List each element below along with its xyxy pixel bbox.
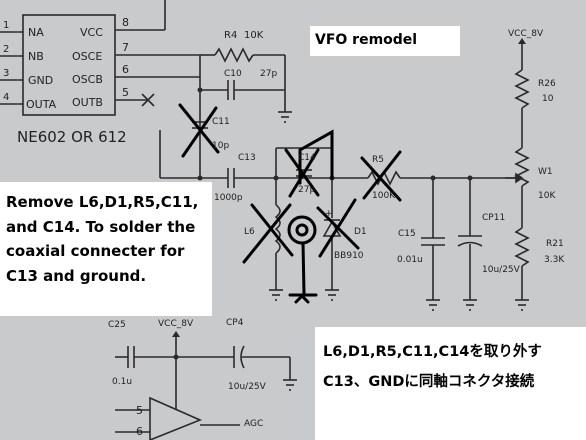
ic-pinnum-2: 2	[3, 44, 9, 55]
r4-value: 10K	[244, 30, 264, 41]
r4-label: R4	[224, 30, 237, 41]
c25-label: C25	[108, 320, 126, 330]
note-en-line-1: Remove L6,D1,R5,C11,	[6, 193, 199, 211]
hand-markup	[178, 103, 402, 304]
c15-label: C15	[398, 229, 416, 239]
cp4-value: 10u/25V	[228, 382, 267, 392]
d1-value: BB910	[334, 251, 364, 261]
r26-label: R26	[538, 79, 556, 89]
vcc-markers	[172, 38, 526, 337]
r5-value: 100K	[372, 191, 396, 201]
ic-pinnum-8: 8	[122, 16, 129, 29]
ic-pinnum-5: 5	[122, 86, 129, 99]
ic-pinnum-4: 4	[3, 92, 9, 103]
c11-label: C11	[212, 117, 230, 127]
cp11-label: CP11	[482, 213, 505, 223]
c25-value: 0.1u	[112, 377, 132, 387]
wiper-arrow	[505, 172, 524, 184]
r26-value: 10	[542, 94, 554, 104]
c14-label: C14	[298, 153, 316, 163]
d1-polarity: +	[325, 209, 333, 219]
ic-part-name: NE602 OR 612	[17, 128, 127, 146]
note-en-line-3: coaxial connecter for	[6, 242, 185, 260]
page-title: VFO remodel	[315, 32, 418, 48]
c15-value: 0.01u	[397, 255, 423, 265]
note-english: Remove L6,D1,R5,C11, and C14. To solder …	[0, 182, 212, 316]
note-jp-line-2: C13、GNDに同軸コネクタ接続	[323, 374, 535, 390]
note-jp-line-1: L6,D1,R5,C11,C14を取り外す	[323, 344, 542, 360]
component-labels: R4 10K C10 27p C11 10p C13 1000p C14 27p…	[108, 29, 565, 438]
ic-pin-outa: OUTA	[26, 98, 57, 111]
w1-value: 10K	[538, 191, 556, 201]
ic-pinnum-1: 1	[3, 20, 9, 31]
c13-value: 1000p	[214, 193, 243, 203]
ic-pin-oscb: OSCB	[72, 73, 103, 86]
d1-label: D1	[354, 227, 367, 237]
c14-value: 27p	[298, 185, 315, 195]
ic-pin-na: NA	[28, 26, 44, 39]
opamp-pin6: 6	[136, 425, 143, 438]
ic-labels: NA NB GND OUTA VCC OSCE OSCB OUTB 1 2 3 …	[3, 16, 129, 146]
r5-label: R5	[372, 155, 384, 165]
ic-pin-outb: OUTB	[72, 96, 103, 109]
c10-label: C10	[224, 69, 242, 79]
r21-value: 3.3K	[544, 255, 565, 265]
c13-label: C13	[238, 153, 256, 163]
agc-label: AGC	[244, 419, 263, 429]
ic-pinnum-6: 6	[122, 63, 129, 76]
vcc-bottom-label: VCC_8V	[158, 319, 194, 329]
opamp-pin5: 5	[136, 404, 143, 417]
note-en-line-4: C13 and ground.	[6, 266, 147, 285]
note-japanese: L6,D1,R5,C11,C14を取り外す C13、GNDに同軸コネクタ接続	[315, 327, 586, 440]
c11-value: 10p	[212, 141, 229, 151]
r21-label: R21	[546, 239, 564, 249]
ic-body	[22, 14, 116, 116]
ic-pin-vcc: VCC	[80, 26, 103, 39]
cp4-label: CP4	[226, 318, 244, 328]
c10-value: 27p	[260, 69, 277, 79]
vcc-top-label: VCC_8V	[508, 29, 544, 39]
ic-pin-gnd: GND	[28, 74, 53, 87]
note-en-line-2: and C14. To solder the	[6, 217, 196, 236]
w1-label: W1	[538, 167, 553, 177]
ic-pinnum-3: 3	[3, 68, 9, 79]
title-box: VFO remodel	[310, 26, 460, 56]
cp11-value: 10u/25V	[482, 265, 521, 275]
l6-label: L6	[244, 227, 255, 237]
ic-pin-osce: OSCE	[72, 50, 102, 63]
ic-pin-nb: NB	[28, 50, 44, 63]
ic-pinnum-7: 7	[122, 41, 129, 54]
